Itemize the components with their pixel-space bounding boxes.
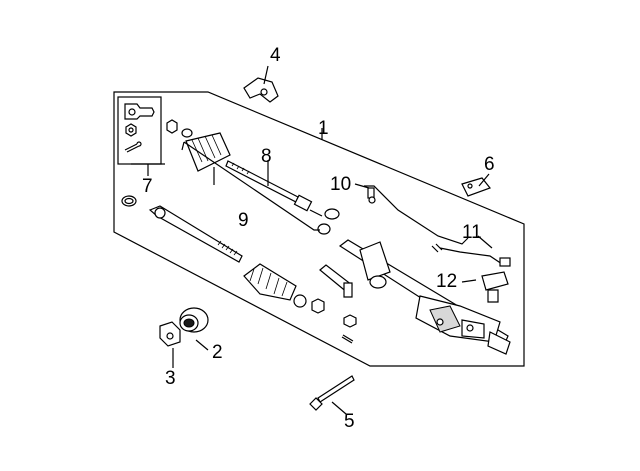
callout-7: 7 — [142, 176, 153, 197]
clamp-ring-icon — [121, 195, 137, 207]
upper-boot-clamp-icon — [324, 208, 340, 220]
bushing-2-icon — [179, 307, 209, 333]
plate-6-icon — [461, 177, 491, 197]
callout-3: 3 — [165, 368, 176, 389]
callout-5: 5 — [344, 411, 355, 432]
lower-bellows-boot-icon — [243, 263, 297, 301]
return-line-icon — [439, 247, 511, 267]
lower-castle-nut-icon — [343, 314, 357, 328]
mount-bracket-4-icon — [243, 77, 279, 103]
callout-6: 6 — [484, 154, 495, 175]
callout-1: 1 — [318, 118, 329, 139]
upper-inner-tie-rod-icon — [225, 160, 323, 217]
callout-10: 10 — [330, 174, 351, 195]
nut-icon — [125, 123, 137, 137]
lower-inner-tie-rod-icon — [148, 205, 243, 263]
small-clip-icon — [181, 128, 193, 138]
pressure-hose-icon — [364, 185, 469, 253]
fitting-12-icon — [481, 271, 509, 303]
callout-8: 8 — [261, 146, 272, 167]
callout-12: 12 — [436, 271, 457, 292]
lower-boot-clamp-icon — [293, 294, 307, 308]
small-nut-icon — [166, 119, 178, 134]
callout-9: 9 — [238, 210, 249, 231]
lower-cotter-pin-icon — [341, 334, 354, 344]
leader-9-bracket — [181, 141, 320, 231]
bracket-3-icon — [159, 321, 181, 347]
upper-small-clamp-icon — [317, 223, 331, 235]
steering-gear-housing-icon — [338, 239, 511, 355]
callout-2: 2 — [212, 342, 223, 363]
leader-lines — [131, 65, 493, 415]
callout-4: 4 — [270, 45, 281, 66]
bolt-5-icon — [309, 375, 355, 411]
callout-11: 11 — [462, 222, 482, 243]
outer-tie-rod-end-icon — [319, 264, 353, 298]
assembly-outline — [113, 91, 525, 367]
cotter-pin-icon — [124, 141, 142, 153]
tie-rod-end-icon — [124, 103, 155, 120]
lower-nut-icon — [311, 298, 325, 314]
upper-bellows-boot-icon — [185, 132, 231, 172]
